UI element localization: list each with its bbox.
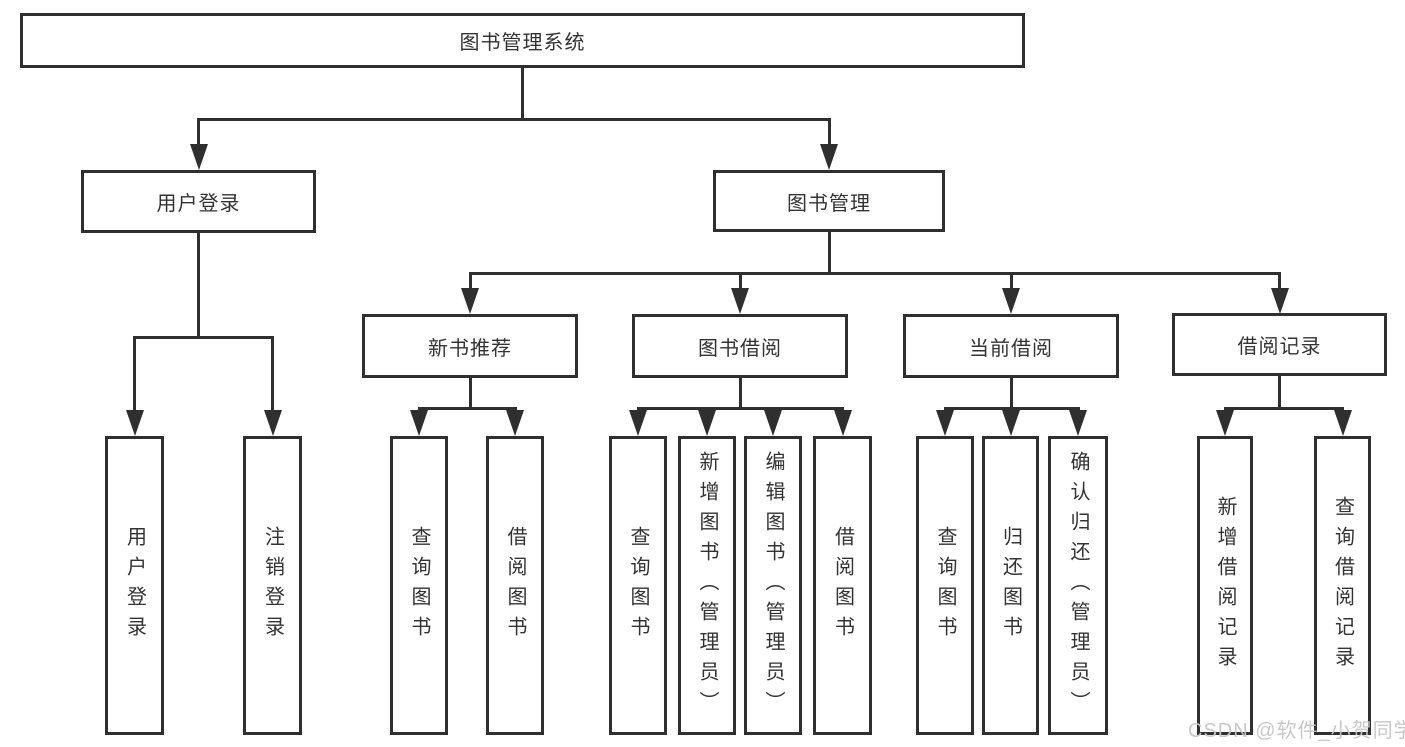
arrow-down-icon (936, 410, 954, 436)
arrow-down-icon (731, 288, 749, 314)
node-label: 当前借阅 (969, 337, 1053, 360)
arrow-down-icon (698, 410, 716, 436)
node-book-mgmt: 图书管理 (713, 170, 945, 232)
connector-bar (1223, 407, 1344, 410)
node-query-books-2: 查询图书 (609, 436, 667, 735)
csdn-watermark: CSDN @软件_小贺同学 (1188, 720, 1405, 742)
node-label: 确认归还（管理员） (1067, 450, 1089, 721)
node-add-borrow-record: 新增借阅记录 (1197, 436, 1253, 735)
arrow-down-icon (189, 144, 208, 170)
connector-stem (1009, 378, 1013, 410)
node-label: 查询图书 (408, 525, 430, 646)
node-return-books: 归还图书 (982, 436, 1039, 735)
node-label: 查询图书 (934, 525, 956, 646)
arrow-down-icon (506, 410, 524, 436)
connector-drop (197, 118, 200, 164)
node-borrow-books-2: 借阅图书 (813, 436, 872, 735)
connector-drop (827, 118, 831, 164)
arrow-down-icon (1270, 288, 1289, 314)
connector-bar (197, 118, 831, 121)
arrow-down-icon (833, 410, 852, 436)
arrow-down-icon (461, 288, 479, 314)
node-label: 注销登录 (261, 525, 284, 646)
node-logout: 注销登录 (243, 436, 302, 735)
connector-stem (521, 68, 524, 121)
node-label: 图书借阅 (698, 337, 782, 360)
node-label: 借阅图书 (504, 525, 526, 646)
node-user-login: 用户登录 (81, 170, 316, 233)
node-label: 归还图书 (999, 525, 1022, 646)
node-borrow-records: 借阅记录 (1172, 313, 1387, 376)
node-confirm-return: 确认归还（管理员） (1048, 436, 1108, 735)
node-book-borrow: 图书借阅 (632, 314, 848, 378)
connector-stem (197, 233, 200, 339)
node-label: 查询图书 (627, 525, 649, 646)
connector-drop (271, 336, 274, 430)
connector-bar (636, 407, 844, 410)
arrow-down-icon (263, 410, 282, 436)
connector-bar (417, 407, 517, 410)
connector-stem (468, 378, 472, 410)
node-edit-books: 编辑图书（管理员） (744, 436, 802, 735)
arrow-down-icon (1001, 410, 1020, 436)
connector-drop (133, 336, 136, 430)
arrow-down-icon (410, 410, 428, 436)
node-label: 借阅记录 (1237, 336, 1322, 358)
node-label: 用户登录 (156, 193, 241, 215)
arrow-down-icon (1069, 410, 1087, 436)
node-query-books-1: 查询图书 (390, 436, 448, 735)
node-new-book-rec: 新书推荐 (362, 314, 578, 378)
node-label: 编辑图书（管理员） (762, 450, 784, 721)
node-label: 借阅图书 (831, 525, 854, 646)
connector-bar (133, 336, 274, 339)
node-label: 用户登录 (123, 525, 146, 646)
node-label: 新增借阅记录 (1214, 495, 1236, 676)
arrow-down-icon (1002, 288, 1020, 314)
node-add-books: 新增图书（管理员） (678, 436, 736, 735)
node-root: 图书管理系统 (20, 13, 1025, 68)
connector-bar (468, 272, 1281, 275)
node-label: 新书推荐 (428, 337, 512, 360)
arrow-down-icon (1216, 410, 1234, 436)
arrow-down-icon (764, 410, 782, 436)
node-current-borrow: 当前借阅 (903, 314, 1119, 378)
node-label: 新增图书（管理员） (696, 450, 718, 721)
node-query-books-3: 查询图书 (916, 436, 974, 735)
connector-stem (1278, 376, 1281, 410)
node-label: 图书管理 (787, 192, 871, 215)
connector-stem (827, 232, 831, 275)
arrow-down-icon (1333, 410, 1352, 436)
node-login: 用户登录 (105, 436, 164, 735)
arrow-down-icon (125, 410, 144, 436)
node-label: 图书管理系统 (459, 32, 586, 54)
connector-stem (738, 378, 742, 410)
node-borrow-books-1: 借阅图书 (486, 436, 544, 735)
arrow-down-icon (629, 410, 647, 436)
arrow-down-icon (820, 144, 838, 170)
node-label: 查询借阅记录 (1331, 495, 1354, 676)
node-query-borrow-record: 查询借阅记录 (1314, 436, 1371, 735)
